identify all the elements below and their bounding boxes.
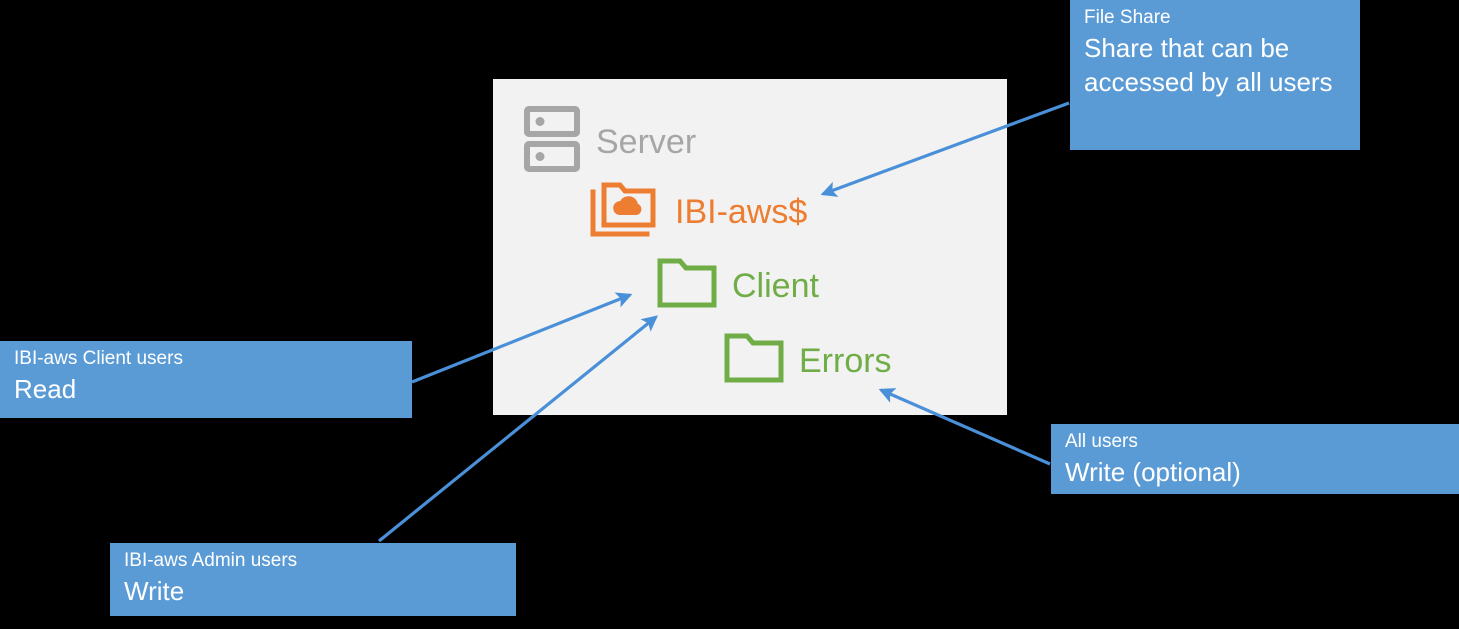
server-panel: Server IBI-aws$ bbox=[493, 79, 1007, 415]
callout-title: All users bbox=[1065, 431, 1138, 452]
callout-body: Read bbox=[14, 373, 77, 404]
callout-file-share[interactable]: File Share Share that can be accessed by… bbox=[1070, 0, 1360, 150]
callout-body: Write bbox=[124, 575, 185, 606]
node-label-errors: Errors bbox=[799, 341, 892, 380]
node-label-server: Server bbox=[596, 122, 697, 161]
callout-title: File Share bbox=[1084, 7, 1171, 28]
callout-admin-users[interactable]: IBI-aws Admin users Write bbox=[110, 543, 516, 616]
callout-title: IBI-aws Admin users bbox=[124, 550, 298, 571]
node-label-client: Client bbox=[732, 266, 819, 305]
callout-body: Share that can be accessed by all users bbox=[1084, 32, 1333, 97]
callout-client-users[interactable]: IBI-aws Client users Read bbox=[0, 341, 412, 418]
node-file-share[interactable]: IBI-aws$ bbox=[589, 179, 807, 244]
callout-all-users[interactable]: All users Write (optional) bbox=[1051, 424, 1459, 494]
server-icon bbox=[524, 106, 580, 177]
callout-body: Write (optional) bbox=[1065, 456, 1241, 487]
cloud-folder-icon bbox=[589, 179, 661, 244]
node-errors-folder[interactable]: Errors bbox=[723, 332, 892, 389]
node-server[interactable]: Server bbox=[524, 106, 696, 177]
node-label-file-share: IBI-aws$ bbox=[675, 192, 808, 231]
callout-title: IBI-aws Client users bbox=[14, 348, 183, 369]
folder-icon bbox=[656, 257, 718, 314]
folder-icon bbox=[723, 332, 785, 389]
node-client-folder[interactable]: Client bbox=[656, 257, 819, 314]
